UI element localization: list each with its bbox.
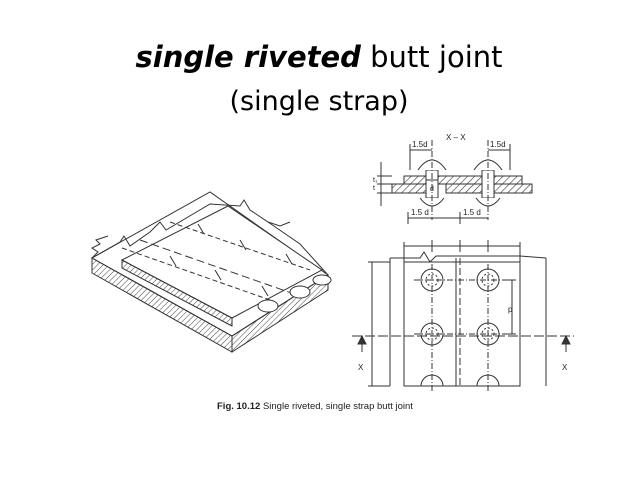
break-line-back: [91, 199, 291, 259]
seam-line: [139, 239, 301, 297]
section-x-right: X: [562, 363, 568, 372]
slide-title: single riveted butt joint: [0, 40, 638, 74]
figure-caption-label: Fig. 10.12: [217, 401, 261, 412]
section-x-left: X: [358, 363, 364, 372]
dim-label-top-right: 1.5d: [490, 140, 506, 149]
plan-strap: [403, 261, 521, 387]
slide-subtitle: (single strap): [229, 86, 409, 117]
slide-title-rest: butt joint: [360, 40, 503, 74]
dim-label-bottom-right: 1.5 d: [463, 208, 481, 217]
section-mark-label: X – X: [446, 133, 466, 142]
rivet-head-iso-2: [289, 285, 311, 299]
dim-label-t: t: [373, 185, 375, 192]
rivet-marks: [169, 223, 293, 297]
figure-caption-text: Single riveted, single strap butt joint: [260, 401, 413, 412]
strap-front-edge: [121, 259, 233, 327]
rivet-head-iso-1: [257, 299, 279, 313]
section-view: [377, 140, 533, 224]
dim-label-top-left: 1.5d: [412, 140, 428, 149]
section-plate-left: [391, 183, 431, 194]
dim-label-t1: t₁: [373, 177, 378, 184]
slide-title-emphasis: single riveted: [135, 40, 361, 74]
rivet-head-iso-3: [312, 274, 332, 286]
isometric-view: [90, 191, 332, 353]
break-line-right: [267, 221, 329, 276]
dim-label-d: d: [430, 186, 434, 193]
dim-label-bottom-left: 1.5 d: [411, 208, 429, 217]
plan-view: [352, 240, 574, 392]
dim-label-p: p: [508, 305, 513, 314]
figure-caption: Fig. 10.12 Single riveted, single strap …: [217, 401, 413, 412]
section-strap: [403, 175, 523, 185]
